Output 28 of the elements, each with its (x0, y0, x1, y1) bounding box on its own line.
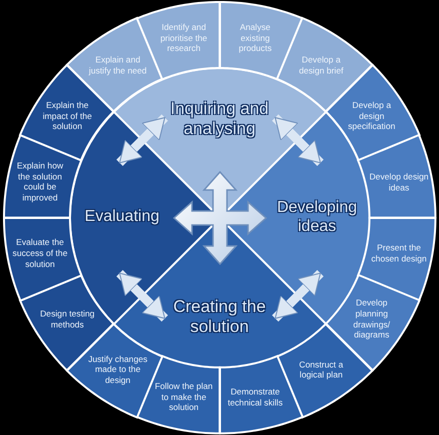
step-label: Follow the plan to make the solution (154, 380, 214, 414)
step-segment (20, 64, 114, 160)
step-label: Develop a design specification (346, 100, 396, 132)
double-arrow (272, 114, 324, 166)
step-label: Develop design ideas (368, 171, 429, 193)
step-segment (4, 218, 81, 300)
step-segment (358, 218, 436, 300)
step-label: Develop a design brief (298, 54, 344, 76)
double-arrow (116, 114, 168, 166)
step-label: Identify and prioritise the research (159, 22, 208, 54)
step-segment (358, 134, 436, 218)
step-label: Develop planning drawings/ diagrams (352, 298, 392, 341)
step-label: Explain how the solution could be improved (16, 160, 64, 204)
stage-label: Creating the solution (158, 280, 282, 354)
step-label: Explain and justify the need (88, 54, 148, 76)
stage-label: Inquiring and analysing (158, 82, 282, 156)
stage-label: Evaluating (82, 162, 162, 274)
step-label: Construct a logical plan (298, 358, 344, 380)
double-arrow (116, 270, 168, 322)
step-label: Demonstrate technical skills (226, 386, 284, 408)
step-label: Design testing methods (39, 308, 96, 330)
stage-label: Developing ideas (276, 162, 358, 274)
step-label: Explain the impact of the solution (42, 100, 93, 132)
step-label: Justify changes made to the design (88, 354, 148, 386)
double-arrow (272, 270, 324, 322)
step-label: Present the chosen design (370, 242, 428, 264)
step-label: Evaluate the success of the solution (12, 237, 68, 270)
step-label: Analyse existing products (238, 22, 273, 54)
